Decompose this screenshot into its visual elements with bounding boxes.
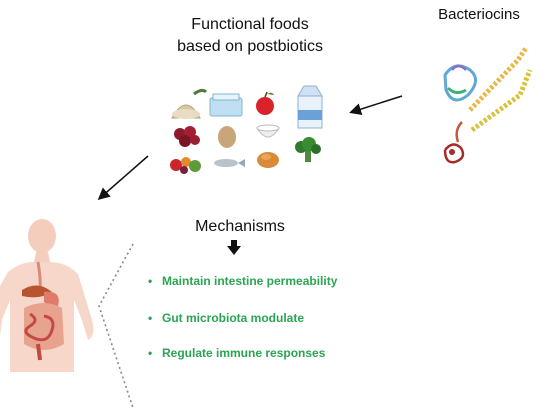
functional-foods-title-line2: based on postbiotics: [177, 38, 323, 55]
berries-icon: [174, 126, 200, 147]
fruit-mix-icon: [170, 157, 201, 174]
milk-carton-icon: [297, 85, 323, 129]
sugar-bowl-icon: [256, 124, 280, 138]
broccoli-icon: [295, 137, 321, 162]
mechanism-label: Regulate immune responses: [162, 346, 326, 360]
functional-foods-title: Functional foods based on postbiotics: [155, 14, 345, 58]
bullet: •: [148, 311, 153, 325]
dotted-bracket: [98, 243, 134, 409]
roast-chicken-icon: [257, 152, 279, 168]
mechanism-item-microbiota: • Gut microbiota modulate: [148, 311, 304, 325]
functional-foods-title-line1: Functional foods: [191, 16, 309, 33]
mechanism-item-immune: • Regulate immune responses: [148, 346, 325, 360]
down-arrow-icon: [227, 240, 241, 255]
egg-icon: [218, 126, 236, 148]
arrow-bacteriocins-to-foods: [349, 95, 403, 115]
food-grid: [170, 85, 323, 174]
apple-icon: [256, 91, 274, 115]
butter-icon: [209, 93, 243, 117]
mechanism-label: Gut microbiota modulate: [162, 311, 305, 325]
fish-icon: [214, 159, 245, 167]
bullet: •: [148, 274, 153, 288]
grain-sack-icon: [171, 88, 208, 119]
bacteriocins-title: Bacteriocins: [438, 6, 520, 23]
mechanism-item-permeability: • Maintain intestine permeability: [148, 274, 337, 288]
bacteriocin-protein-structure: [443, 46, 533, 164]
bullet: •: [148, 346, 153, 360]
mechanisms-title: Mechanisms: [195, 218, 285, 235]
human-body-illustration: [0, 219, 94, 372]
arrow-foods-to-body: [97, 155, 149, 200]
mechanism-label: Maintain intestine permeability: [162, 274, 338, 288]
